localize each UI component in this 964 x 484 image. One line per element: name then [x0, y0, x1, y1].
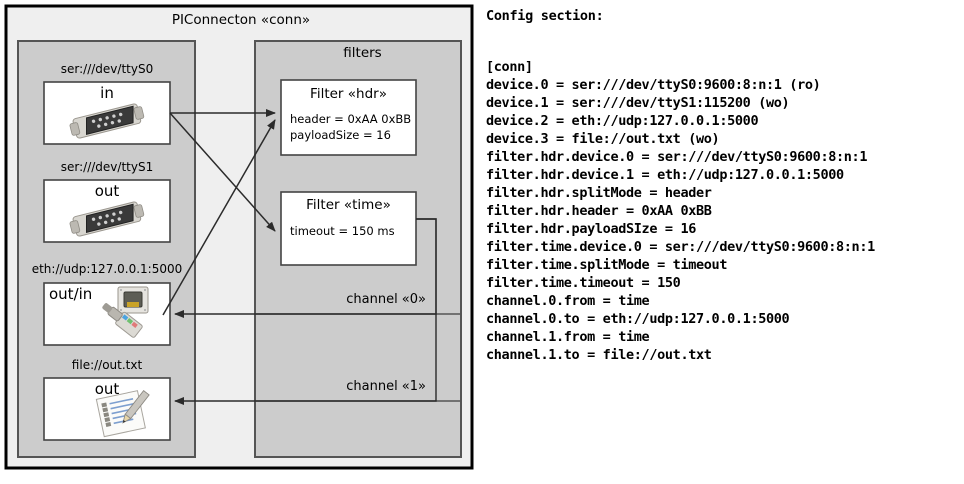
device-direction-file: out	[94, 380, 120, 398]
arrow-eth-to-hdr	[162, 119, 276, 316]
filter-title-hdr: Filter «hdr»	[310, 86, 387, 102]
config-section: Config section: [conn] device.0 = ser://…	[484, 0, 964, 484]
serial-connector-icon	[66, 198, 156, 244]
channel1-route	[174, 218, 437, 405]
filter-title-time: Filter «time»	[306, 197, 391, 213]
arrow-ttyS0-to-time	[169, 112, 276, 232]
device-direction-ttyS0: in	[100, 84, 114, 102]
device-direction-ttyS1: out	[94, 182, 120, 200]
filter-box-time	[280, 191, 417, 266]
device-caption-ttyS1: ser:///dev/ttyS1	[60, 160, 154, 174]
config-text-block: [conn] device.0 = ser:///dev/ttyS0:9600:…	[486, 58, 875, 363]
page-title: PIConnecton «conn»	[171, 12, 311, 28]
filter-box-hdr	[280, 79, 417, 156]
serial-connector-icon	[66, 100, 156, 146]
filter-prop-hdr-header: header = 0xAA 0xBB	[290, 112, 412, 126]
device-caption-file: file://out.txt	[71, 358, 143, 372]
config-heading: Config section:	[486, 8, 604, 24]
filter-prop-hdr-payloadsize: payloadSize = 16	[290, 128, 391, 142]
text-document-icon	[92, 389, 156, 442]
device-box-eth	[43, 282, 171, 346]
device-caption-ttyS0: ser:///dev/ttyS0	[60, 62, 154, 76]
channel-label-0: channel «0»	[346, 292, 426, 307]
ethernet-plug-icon	[100, 286, 166, 346]
channel-label-1: channel «1»	[346, 379, 426, 394]
connection-diagram: PIConnecton «conn» filters ser:///dev/tt…	[4, 4, 474, 470]
filter-prop-time-timeout: timeout = 150 ms	[290, 224, 395, 238]
device-direction-eth: out/in	[49, 285, 93, 303]
device-caption-eth: eth://udp:127.0.0.1:5000	[31, 262, 183, 276]
filters-panel-title: filters	[343, 45, 382, 61]
